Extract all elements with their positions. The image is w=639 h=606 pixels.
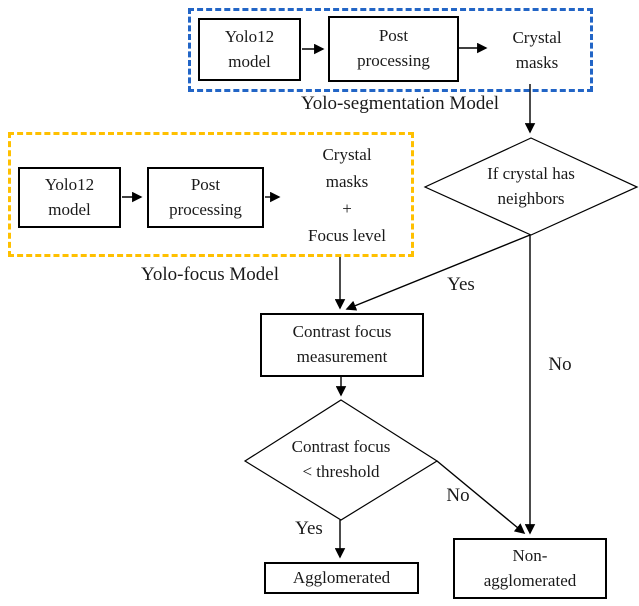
neighbors-decision-label: If crystal has neighbors [487, 164, 575, 208]
focus-output-text: Crystal masks + Focus level [308, 145, 386, 245]
threshold-decision-diamond [243, 399, 439, 521]
threshold-decision-label: Contrast focus < threshold [291, 437, 391, 481]
neighbors-yes-label: Yes [447, 274, 475, 295]
yolo-focus-group-box [8, 132, 414, 257]
threshold-no-label: No [446, 485, 470, 506]
seg-yolo12-model-node: Yolo12 model [198, 18, 301, 81]
focus-post-processing-node: Post processing [147, 167, 264, 228]
neighbors-no-label: No [548, 354, 572, 375]
yolo-focus-group-label: Yolo-focus Model [141, 264, 279, 285]
yolo-segmentation-group-box [188, 8, 593, 92]
focus-yolo12-model-node: Yolo12 model [18, 167, 121, 228]
seg-crystal-masks-output: Crystal masks [512, 27, 562, 73]
seg-post-processing-node: Post processing [328, 16, 459, 82]
arrow-neighbors-yes [345, 234, 531, 311]
arrow-threshold-no [436, 460, 526, 535]
contrast-focus-measurement-node: Contrast focus measurement [260, 313, 424, 377]
threshold-yes-label: Yes [295, 518, 323, 539]
yolo-segmentation-group-label: Yolo-segmentation Model [300, 93, 500, 114]
agglomerated-result-node: Agglomerated [264, 562, 419, 594]
non-agglomerated-result-node: Non- agglomerated [453, 538, 607, 599]
neighbors-decision-diamond [423, 137, 639, 236]
